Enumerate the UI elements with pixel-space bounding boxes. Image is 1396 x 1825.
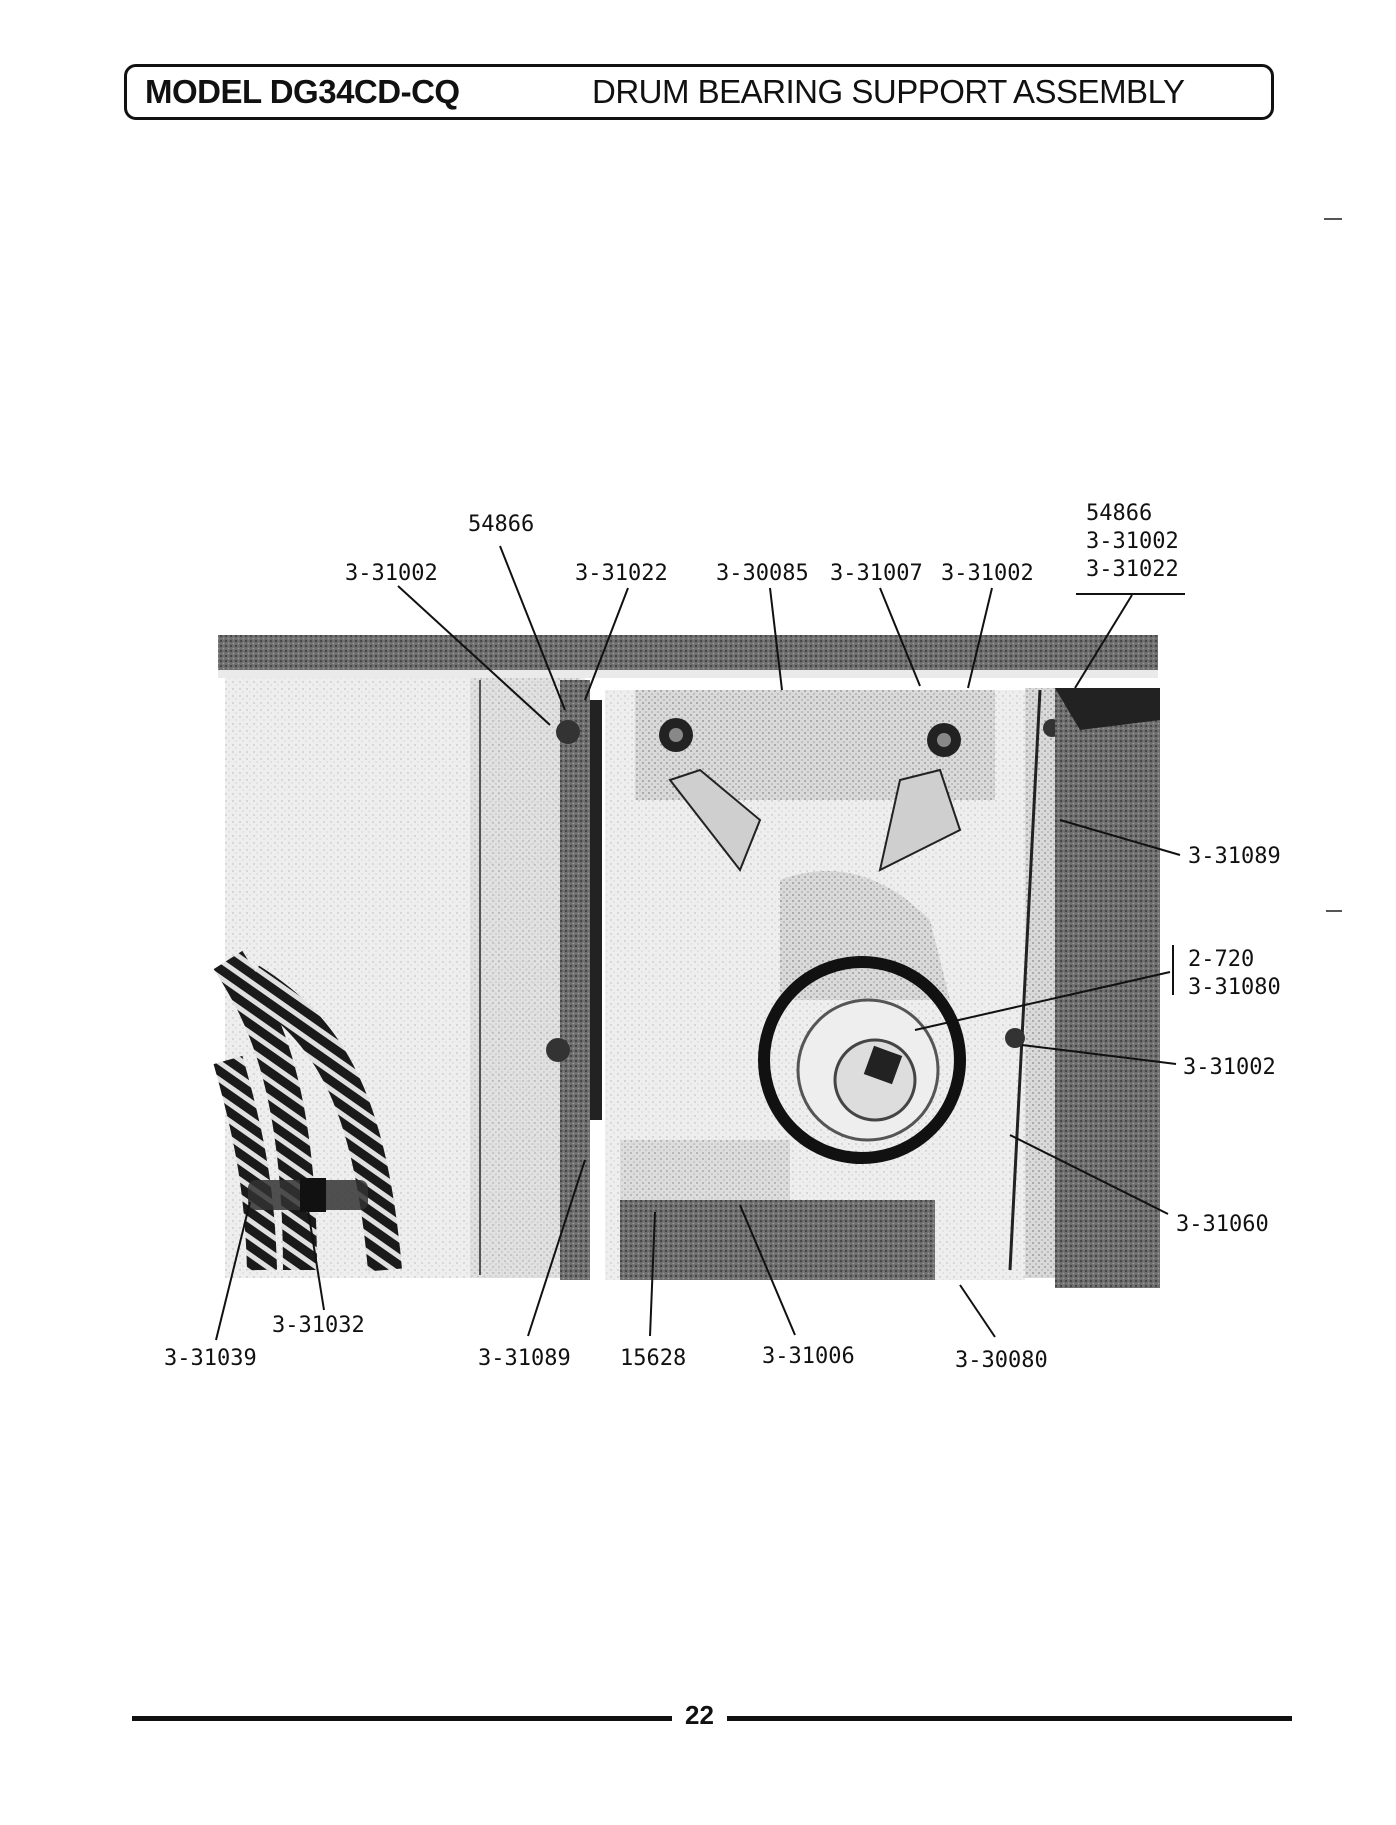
model-number: MODEL DG34CD-CQ (145, 73, 460, 110)
footer-rule-left (132, 1716, 672, 1721)
part-label: 15628 (620, 1346, 687, 1371)
right-panel (1055, 688, 1160, 1288)
part-label: 3-31006 (762, 1344, 855, 1369)
hose (213, 1055, 277, 1271)
part-label: 3-31007 (830, 561, 923, 586)
hose (240, 965, 402, 1272)
part-label: 3-31002 (1086, 529, 1179, 554)
footer-rule-right (727, 1716, 1292, 1721)
part-label: 3-31089 (1188, 844, 1281, 869)
part-label: 3-30080 (955, 1348, 1048, 1373)
part-label: 3-30085 (716, 561, 809, 586)
part-label: 54866 (1086, 501, 1153, 526)
part-label: 3-31089 (478, 1346, 571, 1371)
part-label: 54866 (468, 512, 535, 537)
left-rail (560, 680, 590, 1280)
part-label: 3-31002 (941, 561, 1034, 586)
part-label: 3-31022 (575, 561, 668, 586)
part-label: 3-31032 (272, 1313, 365, 1338)
part-label: 3-31022 (1086, 557, 1179, 582)
part-label: 3-31002 (1183, 1055, 1276, 1080)
part-label: 3-31080 (1188, 975, 1281, 1000)
part-label: 3-31039 (164, 1346, 257, 1371)
scan-mark (1324, 218, 1342, 220)
scan-mark (1326, 910, 1342, 912)
bearing-ring (758, 956, 966, 1164)
part-label: 2-720 (1188, 947, 1255, 972)
leader-lines (215, 545, 1185, 1341)
base-block (620, 1200, 935, 1280)
assembly-title: DRUM BEARING SUPPORT ASSEMBLY (592, 73, 1185, 110)
part-label: 3-31060 (1176, 1212, 1269, 1237)
part-label: 3-31002 (345, 561, 438, 586)
top-frame-rail (218, 635, 1158, 675)
page-header: MODEL DG34CD-CQ DRUM BEARING SUPPORT ASS… (124, 64, 1274, 120)
right-rail (1025, 688, 1060, 1278)
page-number: 22 (685, 1700, 714, 1730)
